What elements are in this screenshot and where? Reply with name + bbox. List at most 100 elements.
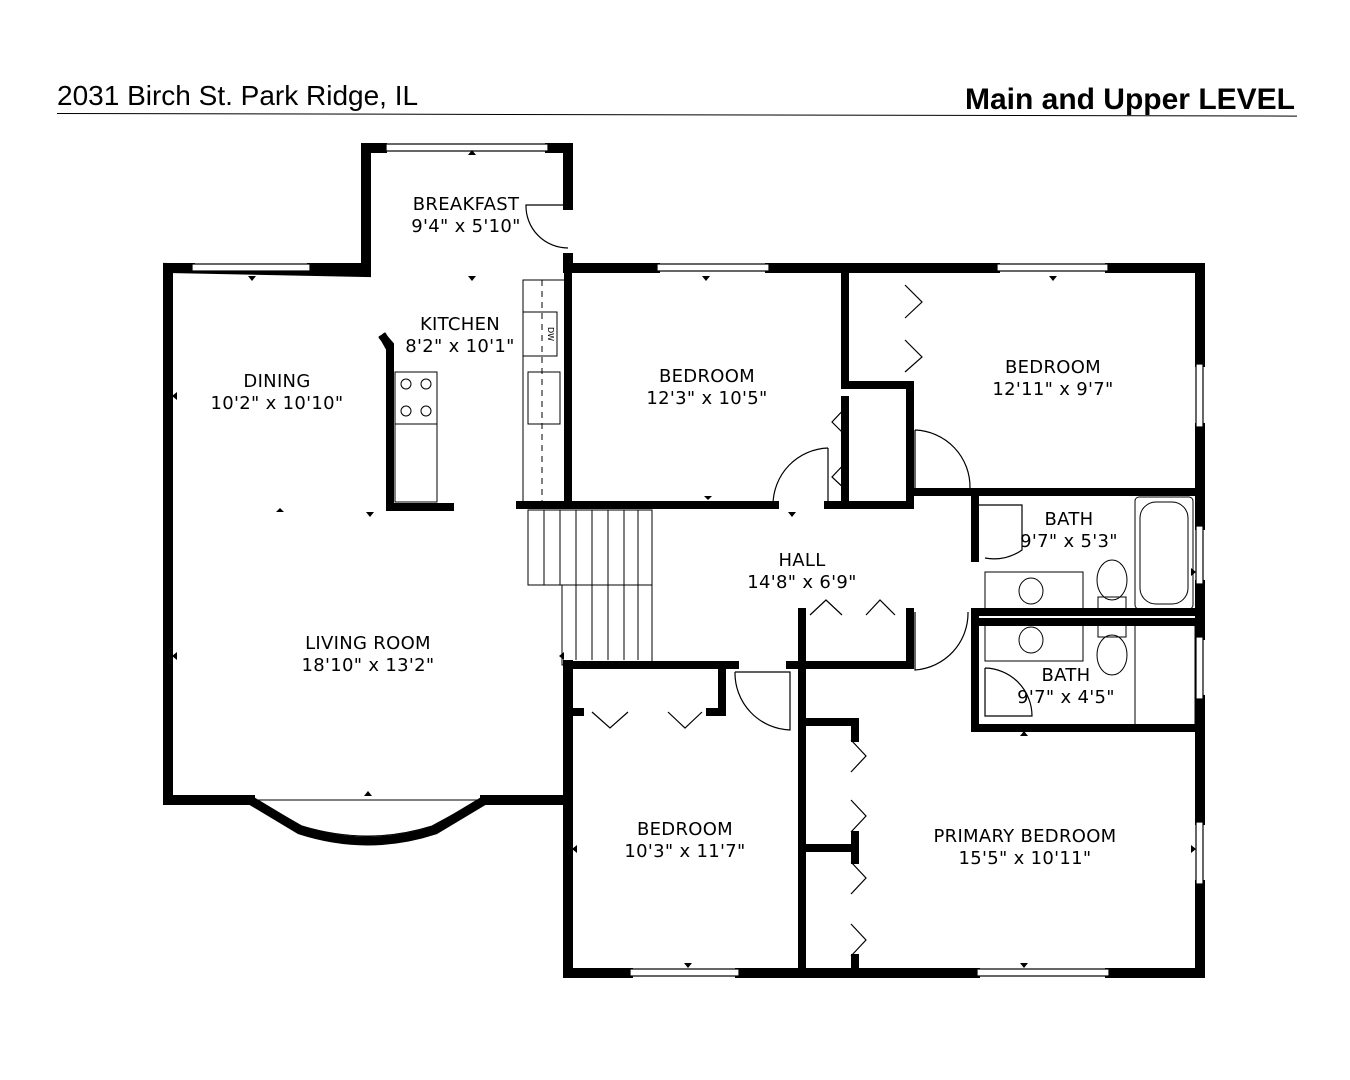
room-size: 10'3" x 11'7" [624, 841, 746, 862]
bathtub-basin [1139, 501, 1189, 605]
room-size: 8'2" x 10'1" [405, 336, 515, 357]
door-swing [772, 447, 829, 506]
vanity [984, 571, 1084, 611]
room-label-living-room: LIVING ROOM 18'10" x 13'2" [302, 633, 435, 677]
window [629, 968, 740, 977]
bay-window-outer [247, 796, 488, 846]
room-size: 14'8" x 6'9" [747, 572, 857, 593]
room-name: KITCHEN [419, 314, 501, 335]
window [191, 263, 311, 272]
window [1195, 636, 1204, 700]
vanity [984, 624, 1084, 662]
window [656, 263, 770, 272]
door-swing [914, 611, 969, 671]
room-label-bedroom-right: BEDROOM 12'11" x 9'7" [992, 357, 1113, 401]
stove [394, 371, 438, 425]
room-label-bedroom-center: BEDROOM 12'3" x 10'5" [646, 366, 767, 410]
interior-walls [378, 264, 1204, 977]
room-name: PRIMARY BEDROOM [933, 826, 1117, 847]
marker [366, 512, 374, 517]
burner [420, 378, 432, 390]
door-swing [525, 204, 569, 249]
wall-closet-a [841, 264, 914, 509]
kitchen-fixtures [394, 279, 566, 503]
marker [364, 791, 372, 796]
room-size: 9'7" x 4'5" [1017, 687, 1115, 708]
room-size: 9'4" x 5'10" [411, 216, 521, 237]
room-size: 15'5" x 10'11" [958, 848, 1092, 869]
closet-bifold [591, 711, 703, 729]
marker [1020, 731, 1028, 736]
marker [172, 392, 177, 400]
wall-lower-closet2 [706, 668, 726, 716]
room-name: BEDROOM [636, 819, 734, 840]
marker [1191, 568, 1196, 576]
room-label-bath-lower: BATH 9'7" x 4'5" [1017, 665, 1115, 709]
room-name: BREAKFAST [412, 194, 520, 215]
bay-window-inner [255, 799, 481, 837]
room-label-primary-bedroom: PRIMARY BEDROOM 15'5" x 10'11" [933, 826, 1116, 870]
marker [172, 652, 177, 660]
marker [572, 845, 577, 853]
dishwasher-label: DW [546, 327, 555, 341]
room-name: BEDROOM [658, 366, 756, 387]
marker [788, 512, 796, 517]
room-name: BEDROOM [1004, 357, 1102, 378]
bathtub [1134, 496, 1194, 610]
room-label-hall: HALL 14'8" x 6'9" [747, 550, 856, 594]
door-swing [914, 429, 971, 492]
shower [1134, 624, 1196, 726]
stair-upper [527, 509, 653, 586]
island-counter [394, 423, 438, 503]
windows [191, 143, 1204, 977]
room-name: BATH [1041, 665, 1091, 686]
toilet-tank [1097, 624, 1127, 638]
doors [525, 204, 1033, 957]
burner [420, 405, 432, 417]
window [996, 263, 1109, 272]
marker [468, 276, 476, 281]
closet-bifold [831, 404, 849, 493]
address-title: 2031 Birch St. Park Ridge, IL [57, 80, 419, 111]
wall-kitchen-island [378, 332, 454, 511]
door-swing [984, 667, 1033, 717]
marker [1049, 276, 1057, 281]
dimension-markers [172, 150, 1196, 968]
wall-kitchen-island-top [378, 332, 394, 351]
closet-bifold [904, 284, 923, 373]
burner [400, 405, 412, 417]
marker [559, 652, 564, 660]
wall-hall-right [801, 608, 914, 669]
wall-breakfast [361, 143, 387, 273]
window [1195, 363, 1204, 428]
room-label-dining: DINING 10'2" x 10'10" [211, 371, 344, 415]
room-size: 12'3" x 10'5" [646, 388, 768, 409]
wall-bottom-left [563, 660, 633, 978]
room-name: DINING [243, 371, 311, 392]
wall-dining-top-left [163, 262, 371, 805]
marker [684, 963, 692, 968]
bath-fixtures [984, 496, 1196, 726]
kitchen-counter [522, 279, 566, 503]
wall-breakfast-top [545, 143, 573, 210]
closet-bifold [850, 739, 867, 833]
marker [1020, 963, 1028, 968]
window [1195, 821, 1204, 885]
marker [702, 276, 710, 281]
room-size: 12'11" x 9'7" [992, 379, 1114, 400]
marker [276, 508, 284, 512]
room-name: BATH [1044, 509, 1094, 530]
marker [1191, 845, 1196, 853]
stair-lower [561, 584, 653, 666]
toilet-tank [1097, 596, 1127, 610]
door-swing [734, 671, 791, 731]
door-swing [975, 504, 1023, 560]
room-label-kitchen: KITCHEN 8'2" x 10'1" [405, 314, 514, 358]
window [1195, 525, 1204, 585]
toilet-bowl [1096, 634, 1128, 676]
bay-window [247, 796, 488, 846]
marker [704, 496, 712, 500]
staircase [527, 509, 653, 666]
room-name: LIVING ROOM [305, 633, 431, 654]
